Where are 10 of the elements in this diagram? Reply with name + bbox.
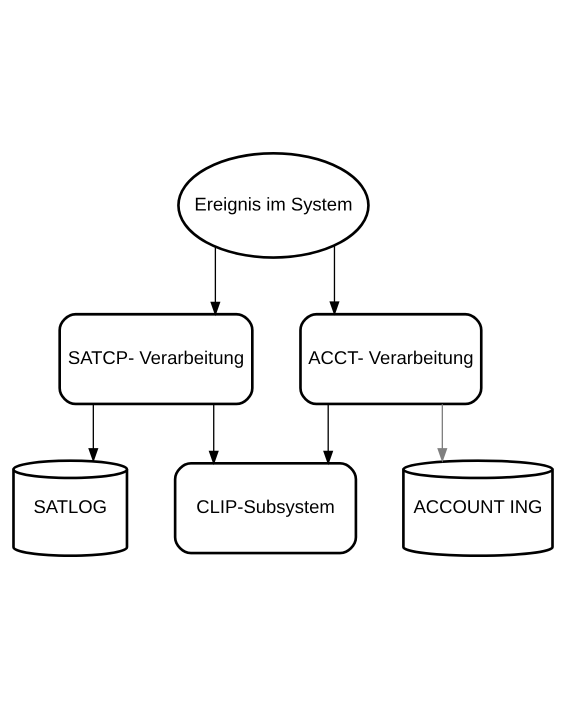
arrow <box>210 246 220 316</box>
node-box: SATCP- Verarbeitung <box>58 312 254 405</box>
arrow <box>208 404 219 465</box>
arrow <box>323 404 334 465</box>
node-box: CLIP-Subsystem <box>174 462 358 554</box>
arrow <box>88 404 98 462</box>
node-box: ACCT- Verarbeitung <box>299 312 483 405</box>
arrow <box>437 404 448 462</box>
node-ellipse: Ereignis im System <box>177 151 370 258</box>
arrow <box>329 244 340 316</box>
